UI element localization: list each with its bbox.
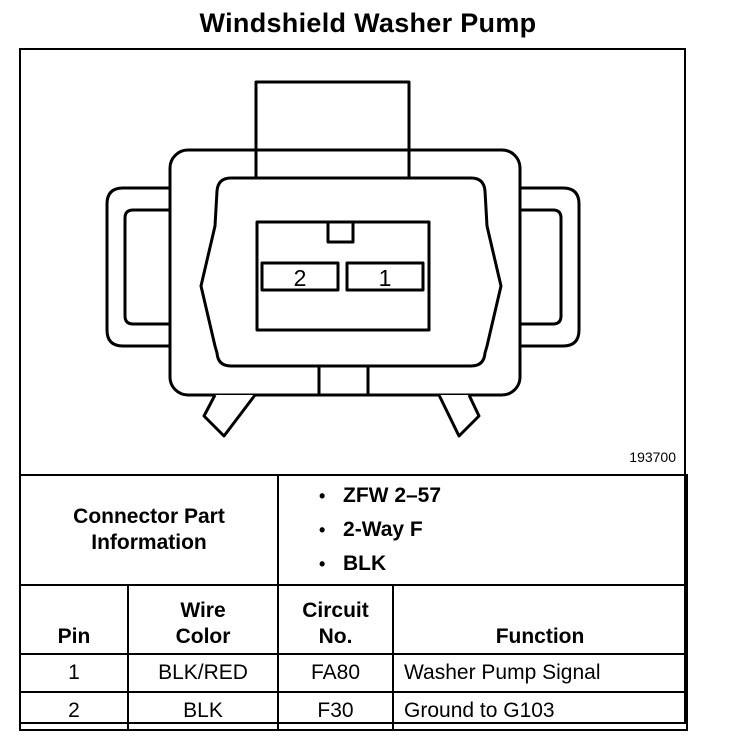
top-tab — [254, 80, 411, 154]
connector-drawing: 2 1 — [105, 80, 581, 438]
connector-part-item: 2-Way F — [319, 513, 686, 547]
bottom-tab — [317, 364, 370, 397]
bottom-left-latch — [202, 394, 257, 438]
reference-number: 193700 — [629, 449, 676, 465]
table-row: 2 BLK F30 Ground to G103 — [19, 691, 689, 731]
connector-part-details: ZFW 2–57 2-Way F BLK — [277, 474, 689, 586]
connector-diagram: 2 1 193700 — [19, 48, 686, 474]
row-function: Washer Pump Signal — [392, 653, 689, 693]
page-title: Windshield Washer Pump — [199, 8, 537, 38]
row-circuit: F30 — [277, 691, 395, 731]
pin-1-cavity — [345, 261, 425, 292]
right-latch — [519, 186, 581, 348]
bottom-right-latch — [437, 394, 481, 438]
connector-part-label: Connector Part Information — [18, 474, 280, 586]
connector-info-table: Connector Part Information ZFW 2–57 2-Wa… — [18, 474, 689, 731]
row-wire-color: BLK/RED — [126, 653, 280, 693]
header-pin: Pin — [19, 584, 129, 655]
right-latch-inner — [519, 208, 563, 326]
connector-part-row: Connector Part Information ZFW 2–57 2-Wa… — [18, 474, 689, 586]
left-latch-inner — [123, 208, 171, 326]
left-latch — [105, 186, 171, 348]
polarization-key — [326, 220, 355, 244]
connector-part-item: BLK — [319, 547, 686, 581]
pin-2-label: 2 — [294, 265, 307, 291]
table-header-row: Pin Wire Color Circuit No. Function — [19, 584, 689, 655]
table-row: 1 BLK/RED FA80 Washer Pump Signal — [19, 653, 689, 693]
row-pin: 1 — [19, 653, 129, 693]
header-circuit-no: Circuit No. — [277, 584, 395, 655]
pin-2-cavity — [260, 261, 340, 292]
row-pin: 2 — [19, 691, 129, 731]
header-wire-color-text: Wire Color — [175, 599, 231, 648]
header-circuit-no-text: Circuit No. — [302, 599, 369, 648]
pin-1-label: 1 — [379, 265, 392, 291]
row-wire-color: BLK — [126, 691, 280, 731]
header-wire-color: Wire Color — [126, 584, 280, 655]
connector-part-item: ZFW 2–57 — [319, 479, 686, 513]
row-circuit: FA80 — [277, 653, 395, 693]
row-function: Ground to G103 — [392, 691, 689, 731]
header-function: Function — [392, 584, 689, 655]
